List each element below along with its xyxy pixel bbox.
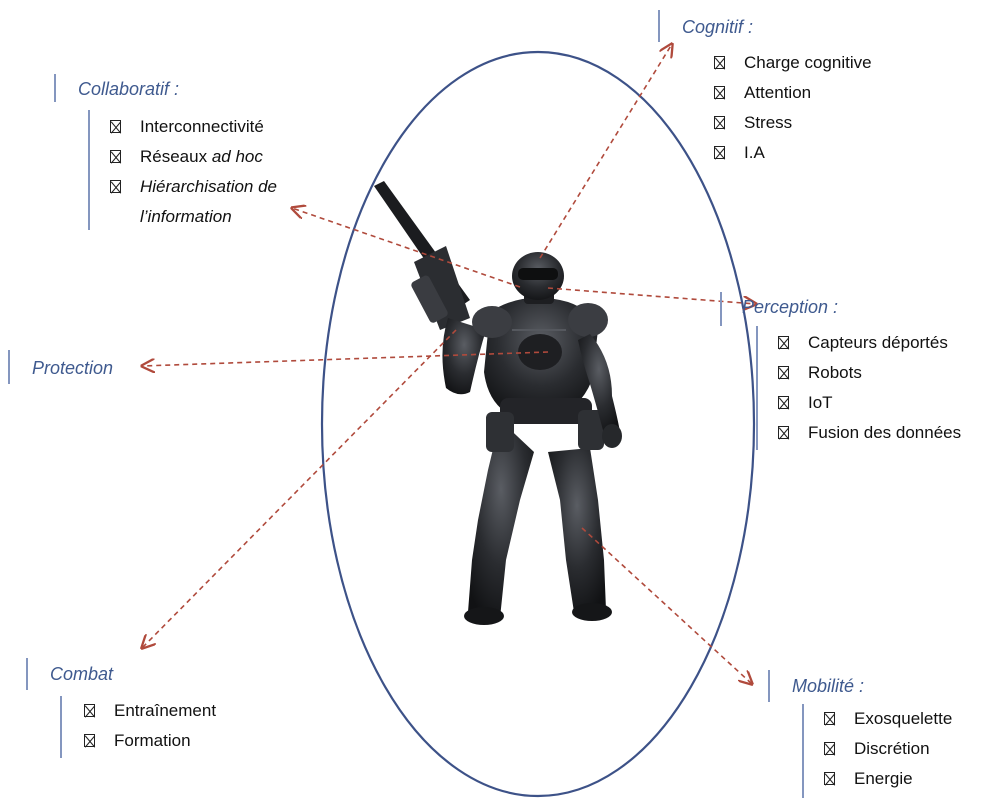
- armored-soldier-icon: [374, 181, 622, 625]
- list-item: Attention: [714, 78, 872, 108]
- list-item: Energie: [824, 764, 952, 794]
- heading-combat: Combat: [50, 664, 114, 684]
- checkbox-cross-icon: [824, 742, 835, 755]
- list-item: Hiérarchisation de l’information: [110, 172, 315, 232]
- arrow-cognitif: [539, 44, 672, 259]
- heading-collaboratif: Collaboratif :: [78, 79, 180, 99]
- list-item: Charge cognitive: [714, 48, 872, 78]
- heading-bar: [658, 10, 660, 42]
- checkbox-cross-icon: [714, 146, 725, 159]
- checkbox-cross-icon: [84, 704, 95, 717]
- heading-perception: Perception :: [742, 297, 839, 317]
- list-item: IoT: [778, 388, 961, 418]
- list-cognitif: Charge cognitive Attention Stress I.A: [714, 48, 872, 168]
- arrow-protection: [142, 351, 549, 366]
- list-item: Stress: [714, 108, 872, 138]
- items-bar: [802, 704, 804, 798]
- checkbox-cross-icon: [824, 772, 835, 785]
- heading-bar: [720, 292, 722, 326]
- heading-bar: [768, 670, 770, 702]
- list-mobilite: Exosquelette Discrétion Energie: [824, 704, 952, 794]
- items-bar: [756, 326, 758, 450]
- list-perception: Capteurs déportés Robots IoT Fusion des …: [778, 328, 961, 448]
- heading-mobilite: Mobilité :: [792, 676, 865, 696]
- heading-bar: [8, 350, 10, 384]
- heading-cognitif: Cognitif :: [682, 17, 754, 37]
- checkbox-cross-icon: [110, 180, 121, 193]
- list-item: Entraînement: [84, 696, 216, 726]
- list-item: Fusion des données: [778, 418, 961, 448]
- checkbox-cross-icon: [110, 150, 121, 163]
- checkbox-cross-icon: [714, 86, 725, 99]
- list-item: Discrétion: [824, 734, 952, 764]
- checkbox-cross-icon: [778, 336, 789, 349]
- checkbox-cross-icon: [714, 116, 725, 129]
- list-collaboratif: Interconnectivité Réseaux ad hoc Hiérarc…: [110, 112, 315, 232]
- arrow-mobilite: [581, 527, 752, 684]
- checkbox-cross-icon: [824, 712, 835, 725]
- arrow-combat: [142, 329, 457, 648]
- checkbox-cross-icon: [778, 426, 789, 439]
- list-item: Robots: [778, 358, 961, 388]
- list-item: Exosquelette: [824, 704, 952, 734]
- items-bar: [60, 696, 62, 758]
- heading-protection: Protection: [32, 358, 114, 378]
- checkbox-cross-icon: [110, 120, 121, 133]
- list-item: Réseaux ad hoc: [110, 142, 315, 172]
- list-item: Capteurs déportés: [778, 328, 961, 358]
- arrow-collaboratif: [292, 208, 521, 288]
- list-item: I.A: [714, 138, 872, 168]
- arrow-perception: [547, 287, 756, 304]
- list-item: Formation: [84, 726, 216, 756]
- central-ellipse: [320, 50, 756, 798]
- checkbox-cross-icon: [778, 396, 789, 409]
- checkbox-cross-icon: [84, 734, 95, 747]
- heading-bar: [26, 658, 28, 690]
- heading-bar: [54, 74, 56, 102]
- list-item: Interconnectivité: [110, 112, 315, 142]
- checkbox-cross-icon: [778, 366, 789, 379]
- checkbox-cross-icon: [714, 56, 725, 69]
- list-combat: Entraînement Formation: [84, 696, 216, 756]
- items-bar: [88, 110, 90, 230]
